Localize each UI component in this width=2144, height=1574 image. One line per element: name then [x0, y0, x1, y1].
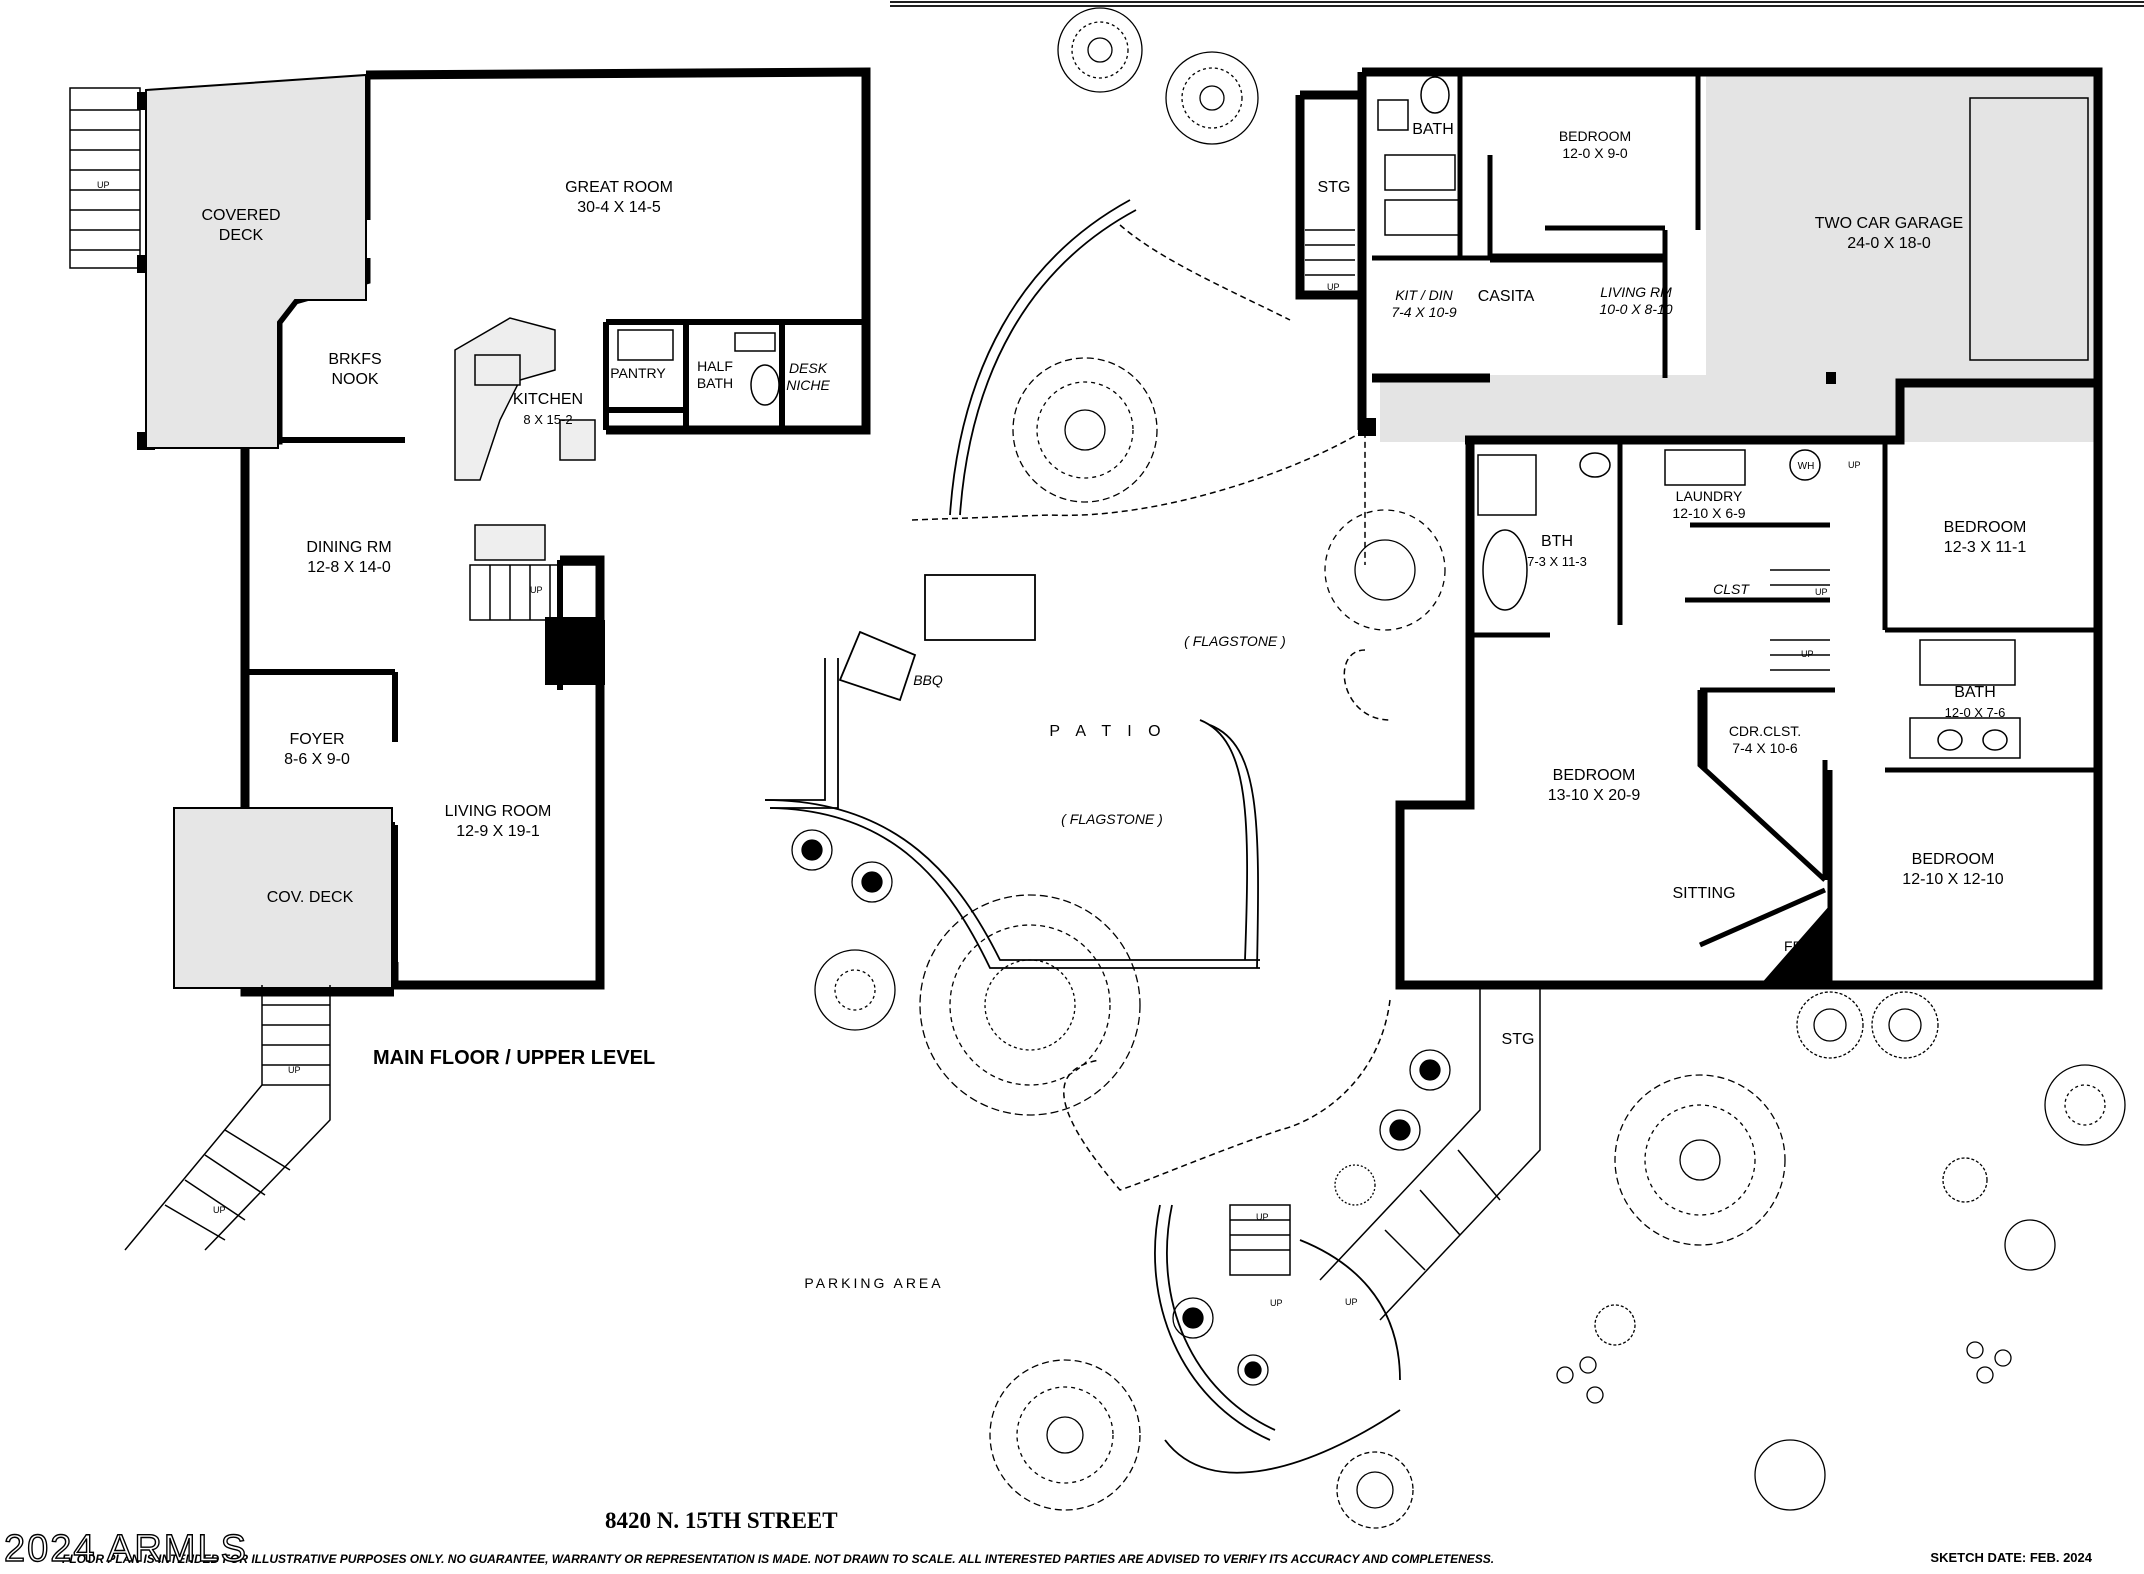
- shrub-5: [1871, 991, 1939, 1059]
- front-stairs: [124, 985, 331, 1251]
- garage-door: [1969, 97, 2089, 361]
- landscape: [791, 7, 2126, 1529]
- shrub-16: [1336, 1451, 1414, 1529]
- covered-deck: [145, 73, 367, 449]
- stair-up-label: UP: [1256, 1212, 1269, 1222]
- stg-stairs-top: [1305, 229, 1355, 276]
- tree-1: [1057, 7, 1143, 93]
- casita-walls: [1295, 67, 2103, 442]
- patio-label: P A T I O: [1049, 723, 1167, 740]
- lower-wing-stairs: [1770, 569, 1830, 671]
- flagstone-label: ( FLAGSTONE ): [1061, 811, 1163, 827]
- room-label: BATH: [1412, 121, 1454, 138]
- room-label: STG: [1501, 1031, 1535, 1048]
- half-bath-fixtures: [617, 329, 780, 406]
- tree-4: [1324, 509, 1446, 631]
- stair-up-label: UP: [1327, 282, 1340, 292]
- shrub-1: [791, 829, 833, 871]
- bbq-label: BBQ: [913, 672, 943, 688]
- stg-stairs: [1229, 985, 1541, 1321]
- patio-outline: [911, 224, 1391, 1191]
- watermark: 2024 ARMLS: [3, 1527, 248, 1570]
- tree-2: [1165, 51, 1259, 145]
- shrub-11: [2044, 1064, 2126, 1146]
- lower-wing-interior: [1470, 440, 2098, 985]
- lower-wing-fixtures: [1477, 449, 2021, 759]
- flagstone-label: ( FLAGSTONE ): [1184, 633, 1286, 649]
- room-label: BRKFS NOOK: [328, 351, 382, 388]
- stair-up-label: UP: [288, 1065, 301, 1075]
- tree-6: [1614, 1074, 1786, 1246]
- tree-3: [1012, 357, 1158, 503]
- stair-up-label: UP: [213, 1205, 226, 1215]
- room-label: DESK NICHE: [786, 360, 830, 393]
- room-label: STG: [1317, 179, 1351, 196]
- room-label: WH: [1797, 461, 1815, 472]
- fireplace: [1760, 905, 1830, 985]
- shrub-10: [1237, 1354, 1269, 1386]
- cov-deck-area: [173, 807, 393, 989]
- disclaimer-text: FLOOR PLAN IS INTENDED FOR ILLUSTRATIVE …: [62, 1552, 1495, 1566]
- casita-interior: [1372, 72, 1701, 378]
- room-label: CLST: [1713, 581, 1749, 597]
- stair-up-label: UP: [1815, 587, 1828, 597]
- patio-walls: [764, 1, 2144, 1474]
- shrub-15: [1754, 1439, 1826, 1511]
- stair-up-label: UP: [97, 180, 110, 190]
- interior-stairs: [469, 564, 601, 621]
- room-label: COV. DECK: [266, 889, 354, 906]
- shrub-6: [1409, 1049, 1451, 1091]
- stair-up-label: UP: [1848, 460, 1861, 470]
- sketch-date: SKETCH DATE: FEB. 2024: [1930, 1550, 2092, 1565]
- deck-stairs-left: [69, 87, 141, 269]
- shrub-13: [2004, 1219, 2056, 1271]
- main-floor-title: MAIN FLOOR / UPPER LEVEL: [373, 1047, 656, 1069]
- shrub-9: [1172, 1297, 1214, 1339]
- room-label: PANTRY: [610, 365, 666, 381]
- shrub-2: [851, 861, 893, 903]
- room-label: FP: [1784, 938, 1802, 954]
- shrub-12: [1942, 1157, 1988, 1203]
- kitchen-fixtures: [454, 317, 596, 561]
- tree-5: [919, 894, 1141, 1116]
- room-label: SITTING: [1672, 885, 1736, 902]
- casita-fixtures: [1377, 76, 1461, 236]
- stair-up-label: UP: [530, 585, 543, 595]
- street-address: 8420 N. 15TH STREET: [605, 1508, 838, 1533]
- shrub-4: [1796, 991, 1864, 1059]
- shrub-14: [1594, 1304, 1636, 1346]
- lower-wing-walls: [1395, 378, 2103, 990]
- tree-7: [989, 1359, 1141, 1511]
- stair-up-label: UP: [1801, 649, 1814, 659]
- room-label: CDR.CLST.7-4 X 10-6: [1728, 723, 1802, 756]
- room-label: COVERED DECK: [201, 207, 281, 244]
- room-label: CASITA: [1477, 288, 1535, 305]
- shrub-8: [1334, 1164, 1376, 1206]
- stair-up-label: UP: [1345, 1297, 1358, 1307]
- stair-up-label: UP: [1270, 1298, 1283, 1308]
- shrub-7: [1379, 1109, 1421, 1151]
- parking-label: PARKING AREA: [804, 1275, 944, 1291]
- shrub-3: [814, 949, 896, 1031]
- pebbles: [1556, 1341, 2012, 1404]
- casita-columns: [1358, 372, 1836, 436]
- room-label: HALF BATH: [696, 358, 734, 391]
